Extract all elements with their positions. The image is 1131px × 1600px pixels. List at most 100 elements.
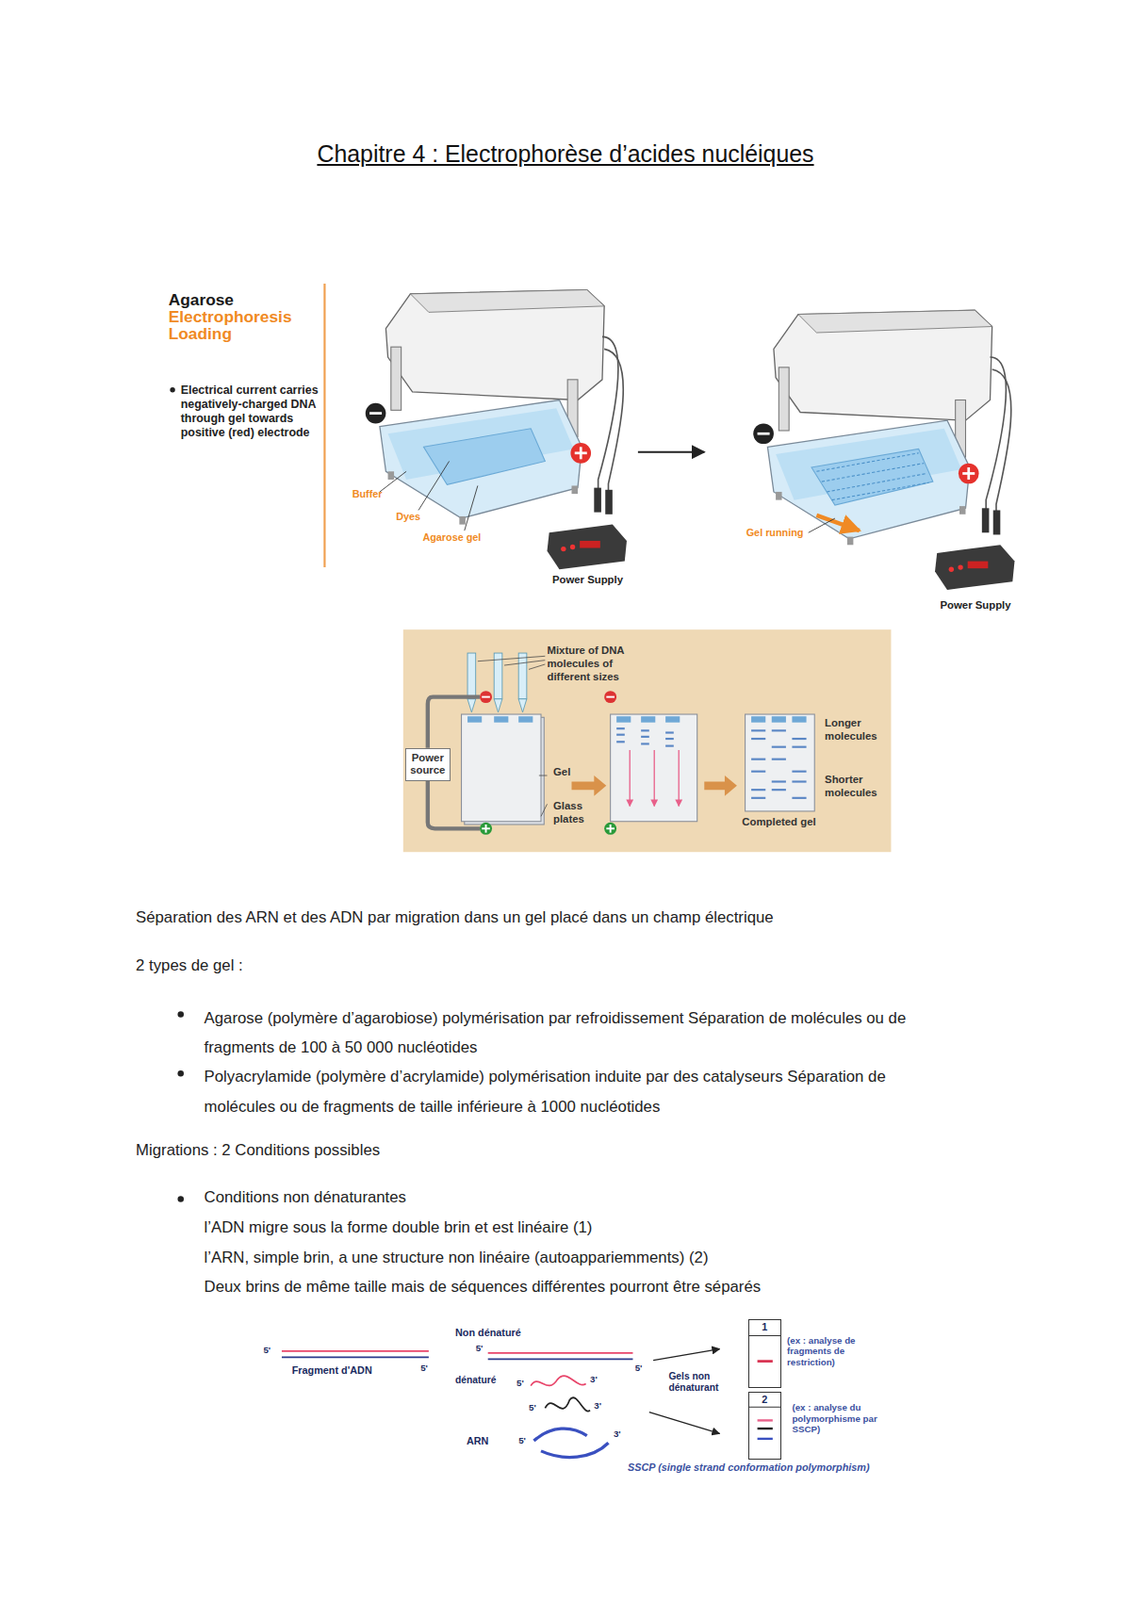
figure-shape-part bbox=[757, 1427, 773, 1430]
figure-sscp-part bbox=[177, 1011, 183, 1017]
figure-gel-plates-part-part bbox=[467, 653, 476, 700]
figure-gel-plates-part-part bbox=[467, 699, 476, 713]
body-text: l’ARN, simple brin, a une structure non … bbox=[204, 1248, 981, 1268]
bullet-text: Agarose (polymère d’agarobiose) polyméri… bbox=[204, 1003, 919, 1064]
end-label: 3' bbox=[613, 1428, 622, 1441]
figure-sscp-part bbox=[653, 1349, 720, 1361]
figure-sscp-part bbox=[177, 1196, 183, 1202]
figure-gel-plates-part-part bbox=[678, 750, 680, 807]
figure-sscp-part bbox=[533, 1428, 587, 1442]
figure-shape-part bbox=[748, 1407, 782, 1409]
end-label: 5' bbox=[635, 1362, 643, 1375]
figure-sscp-part bbox=[540, 1442, 608, 1458]
figure-gel-plates-part-part bbox=[504, 660, 545, 666]
figure-label: Gels non dénaturant bbox=[668, 1371, 728, 1395]
figure-tanks-part-part bbox=[821, 463, 924, 482]
part-label: Completed gel bbox=[741, 816, 816, 830]
end-label: 3' bbox=[590, 1374, 598, 1386]
figure-caption: SSCP (single strand conformation polymor… bbox=[627, 1461, 870, 1475]
figure-tanks-part-part bbox=[832, 482, 930, 500]
figure-sscp-part bbox=[177, 1070, 183, 1077]
node-text: 2 bbox=[749, 1393, 781, 1406]
figure-sscp-part bbox=[281, 1350, 429, 1353]
figure-gel-plates-part bbox=[467, 653, 527, 713]
figure-tanks-part bbox=[816, 453, 929, 501]
bullet-text: Conditions non dénaturantes bbox=[204, 1188, 981, 1208]
part-label: Gel bbox=[553, 766, 571, 780]
end-label: 5' bbox=[516, 1377, 525, 1390]
figure-gel-plates-part-part bbox=[493, 716, 509, 722]
figure-gel-plates-part-part bbox=[751, 797, 766, 800]
figure-gel-plates-part-part bbox=[616, 727, 625, 730]
figure-gel-plates-part-part bbox=[518, 716, 533, 722]
figure-note: Electrical current carries negatively-ch… bbox=[180, 383, 319, 441]
part-label: Glass plates bbox=[553, 800, 607, 826]
figure-gel-plates-part-part bbox=[665, 716, 680, 722]
figure-gel-plates-part bbox=[629, 750, 679, 807]
figure-gel-plates-part-part bbox=[528, 664, 545, 670]
figure-tanks-part bbox=[753, 310, 1015, 591]
figure-gel-plates-part-part bbox=[751, 788, 766, 791]
end-label: 5' bbox=[528, 1402, 537, 1414]
part-label: Dyes bbox=[395, 510, 421, 524]
node-text: 1 bbox=[749, 1321, 781, 1333]
figure-heading: Loading bbox=[168, 324, 232, 345]
figure-gel-plates-part-part bbox=[791, 716, 806, 722]
figure-heading: Electrophoresis bbox=[168, 307, 293, 328]
figure-gel-plates-part bbox=[461, 714, 541, 822]
figure-note: (ex : analyse du polymorphisme par SSCP) bbox=[791, 1402, 899, 1436]
figure-tanks-part bbox=[169, 387, 175, 393]
figure-gel-plates-part bbox=[485, 824, 488, 834]
figure-shape-part bbox=[757, 1419, 773, 1422]
gel-lane-box: 2 bbox=[748, 1392, 782, 1459]
figure-gel-plates-part bbox=[745, 714, 816, 812]
figure-tanks-part bbox=[379, 471, 407, 492]
page-title: Chapitre 4 : Electrophorèse d’acides nuc… bbox=[0, 140, 1131, 169]
figure-tanks-part bbox=[365, 290, 627, 571]
figure-gel-plates-part-part bbox=[665, 731, 674, 734]
figure-sscp-part bbox=[488, 1359, 634, 1361]
figure-shape-part bbox=[757, 1360, 773, 1363]
part-label: Buffer bbox=[352, 488, 383, 501]
bullet-text: Polyacrylamide (polymère d’acrylamide) p… bbox=[204, 1062, 919, 1122]
end-label: 3' bbox=[593, 1400, 602, 1412]
figure-gel-plates-part-part bbox=[665, 737, 674, 740]
end-label: 5' bbox=[518, 1435, 526, 1447]
figure-gel-plates-part-part bbox=[518, 653, 527, 700]
figure-gel-plates-part bbox=[481, 696, 491, 699]
figure-gel-plates-part bbox=[403, 629, 892, 853]
figure-gel-plates-part-part bbox=[616, 734, 625, 737]
figure-label: ARN bbox=[466, 1435, 489, 1448]
figure-gel-plates-part bbox=[540, 803, 547, 817]
figure-sscp-part bbox=[544, 1397, 591, 1411]
figure-gel-plates-part-part bbox=[616, 740, 625, 743]
figure-gel-plates-part-part bbox=[771, 758, 787, 761]
figure-gel-plates-part bbox=[610, 714, 698, 822]
end-label: 5' bbox=[475, 1343, 484, 1355]
figure-gel-plates-part bbox=[609, 824, 612, 834]
figure-gel-plates-part-part bbox=[771, 746, 787, 749]
figure-gel-plates-part-part bbox=[640, 716, 656, 722]
figure-shape-part bbox=[748, 1335, 782, 1337]
figure-gel-plates-part-part bbox=[751, 737, 766, 740]
body-text: l’ADN migre sous la forme double brin et… bbox=[204, 1218, 981, 1238]
part-label: Power Supply bbox=[552, 573, 623, 588]
node-text: Power source bbox=[408, 752, 447, 777]
figure-tanks-part bbox=[323, 283, 326, 568]
figure-gel-plates-part-part bbox=[640, 736, 650, 738]
figure-label: Fragment d'ADN bbox=[292, 1364, 373, 1377]
figure-heading: Agarose bbox=[168, 290, 234, 311]
figure-gel-plates-part-part bbox=[467, 716, 482, 722]
figure-tanks-part bbox=[808, 518, 836, 533]
figure-gel-plates bbox=[403, 629, 892, 853]
figure-gel-plates-part bbox=[606, 696, 615, 699]
figure-gel-plates-part bbox=[467, 716, 807, 722]
figure-gel-plates-part-part bbox=[771, 729, 787, 732]
figure-label: dénaturé bbox=[455, 1375, 496, 1387]
figure-gel-plates-part bbox=[616, 728, 806, 799]
figure-gel-plates-part-part bbox=[654, 750, 656, 807]
figure-gel-plates-part-part bbox=[665, 745, 674, 748]
figure-tanks-part bbox=[418, 460, 449, 510]
figure-gel-plates-part bbox=[539, 775, 548, 777]
